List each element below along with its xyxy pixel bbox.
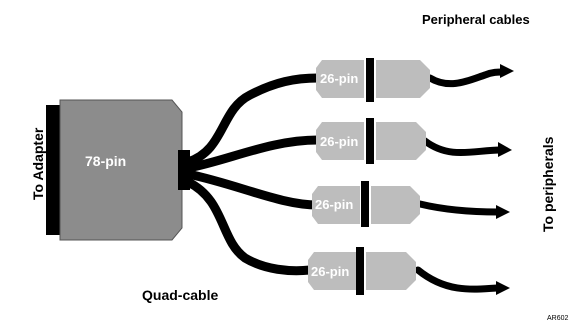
connector-2-label: 26-pin	[320, 134, 358, 149]
connector-3-right	[371, 186, 420, 224]
arrow-head-1	[500, 64, 514, 78]
connector-2-left	[316, 122, 364, 160]
main-connector-stub	[178, 150, 190, 190]
wire-3	[183, 169, 323, 210]
figure-code: AR602	[547, 315, 569, 322]
wire-1	[183, 73, 323, 167]
arrow-head-3	[496, 205, 510, 219]
connector-1-divider	[366, 58, 374, 102]
connector-3-left	[312, 186, 360, 224]
peripheral-arrows	[496, 64, 514, 295]
main-connector: 78-pin	[46, 99, 190, 241]
main-connector-label: 78-pin	[85, 153, 126, 169]
connector-4-right	[366, 252, 416, 290]
arrow-head-2	[498, 142, 512, 157]
to-peripherals-label: To peripherals	[540, 136, 556, 232]
adapter-plate	[46, 105, 60, 235]
quad-cable-label: Quad-cable	[142, 287, 218, 303]
connector-3: 26-pin	[312, 181, 420, 227]
connector-4: 26-pin	[308, 247, 416, 295]
connector-4-divider	[356, 247, 364, 295]
peripheral-cables-label: Peripheral cables	[422, 12, 530, 27]
peripheral-wire-4	[414, 266, 502, 293]
connector-2-right	[376, 122, 426, 160]
arrow-head-4	[496, 281, 510, 295]
connector-2-divider	[366, 118, 374, 164]
connector-4-left	[308, 252, 356, 290]
connector-1-label: 26-pin	[320, 71, 358, 86]
wire-4	[183, 177, 315, 276]
wire-2	[183, 135, 323, 173]
connector-3-divider	[361, 181, 369, 227]
connector-4-label: 26-pin	[311, 264, 349, 279]
connector-3-label: 26-pin	[315, 197, 353, 212]
to-adapter-label: To Adapter	[30, 127, 46, 200]
connector-1-right	[376, 60, 430, 98]
peripheral-wire-3	[416, 200, 502, 216]
quad-cable-wires	[183, 73, 323, 276]
main-connector-body	[59, 99, 183, 241]
peripheral-wires	[414, 68, 507, 293]
connector-1: 26-pin	[316, 58, 430, 102]
peripheral-wire-1	[426, 68, 507, 88]
connector-2: 26-pin	[316, 118, 426, 164]
peripheral-wire-2	[421, 137, 504, 157]
connector-1-left	[316, 60, 364, 98]
